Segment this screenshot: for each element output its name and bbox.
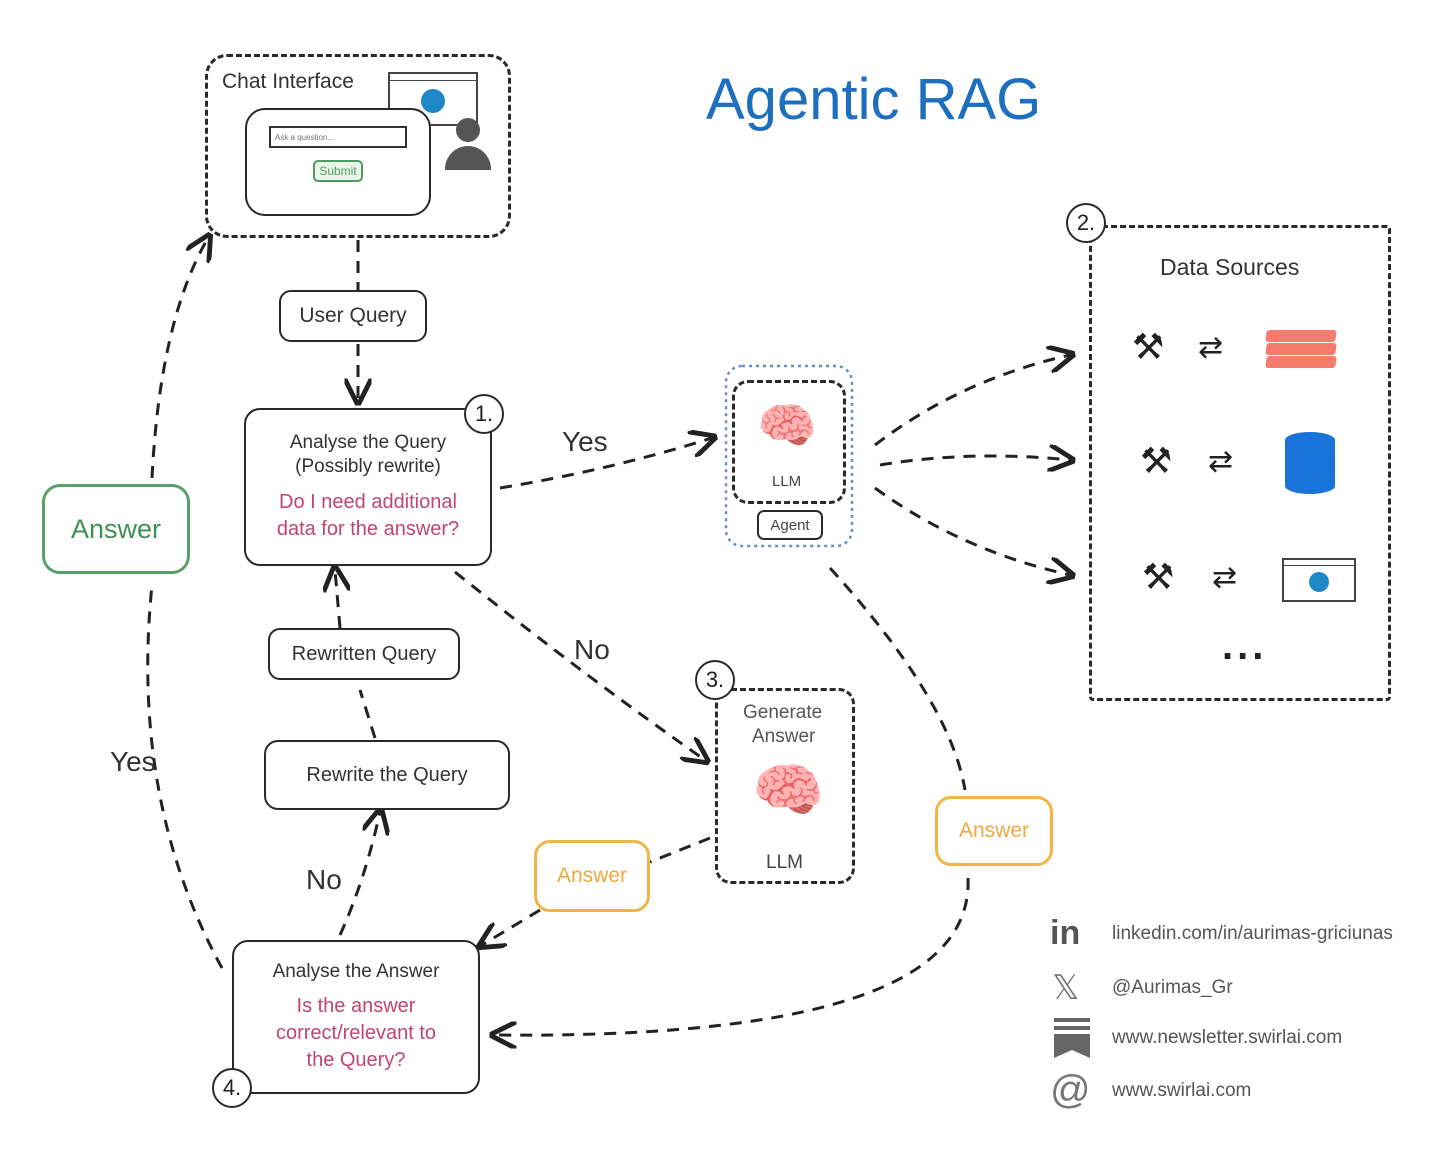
- edge-yes-to-agent: [499, 438, 712, 490]
- social-x-text: @Aurimas_Gr: [1112, 977, 1233, 998]
- rewrite-query-node: Rewrite the Query: [264, 740, 510, 810]
- tools-icon: ⚒: [1142, 556, 1175, 597]
- rewritten-query-node: Rewritten Query: [268, 628, 460, 680]
- edge-answer-to-analyse-answer-2: [482, 908, 541, 945]
- tools-icon: ⚒: [1140, 440, 1173, 481]
- brain-icon: 🧠: [752, 758, 825, 823]
- linkedin-icon: in: [1050, 914, 1081, 952]
- generate-answer-title-2: Answer: [752, 726, 816, 747]
- generate-answer-title-1: Generate: [743, 702, 823, 723]
- user-avatar-icon: [445, 118, 491, 174]
- sync-icon: ⇄: [1208, 445, 1234, 478]
- analyse-query-title-1: Analyse the Query: [289, 432, 447, 453]
- no-label-rewrite: No: [306, 864, 342, 895]
- answer-final-node: Answer: [42, 484, 190, 574]
- analyse-query-node: Analyse the Query (Possibly rewrite) Do …: [244, 408, 492, 566]
- analyse-answer-question-2: correct/relevant to: [275, 1021, 437, 1044]
- analyse-answer-node: Analyse the Answer Is the answer correct…: [232, 940, 480, 1094]
- data-sources-title: Data Sources: [1160, 254, 1300, 280]
- social-linkedin-text: linkedin.com/in/aurimas-griciunas: [1112, 922, 1393, 944]
- edge-analyse-answer-to-answer: [146, 584, 224, 969]
- social-newsletter[interactable]: www.newsletter.swirlai.com: [1054, 1018, 1342, 1058]
- analyse-answer-question-1: Is the answer: [296, 994, 416, 1017]
- answer-agent-node: Answer: [935, 796, 1053, 866]
- brain-icon: 🧠: [757, 400, 817, 453]
- chat-interface-panel: [205, 54, 511, 238]
- social-swirl-text: www.swirlai.com: [1112, 1079, 1252, 1101]
- analyse-answer-question-3: the Query?: [306, 1048, 406, 1071]
- analyse-query-question-1: Do I need additional: [279, 491, 457, 513]
- social-linkedin[interactable]: in linkedin.com/in/aurimas-griciunas: [1050, 914, 1393, 953]
- analyse-query-title-2: (Possibly rewrite): [295, 456, 441, 477]
- yes-label-agent: Yes: [562, 426, 608, 457]
- page-title: Agentic RAG: [706, 67, 1042, 132]
- sync-icon: ⇄: [1198, 331, 1224, 364]
- submit-button[interactable]: Submit: [313, 160, 363, 182]
- more-sources-ellipsis: ...: [1222, 624, 1268, 668]
- step-1-badge: 1.: [464, 394, 504, 434]
- analyse-answer-title: Analyse the Answer: [272, 960, 440, 982]
- edge-rewrite-to-rewritten: [358, 689, 377, 739]
- newsletter-icon: [1054, 1018, 1090, 1058]
- sync-icon: ⇄: [1212, 561, 1238, 594]
- tools-icon: ⚒: [1132, 326, 1165, 367]
- agent-badge: Agent: [757, 510, 823, 540]
- question-input[interactable]: [269, 126, 407, 148]
- generate-answer-node: [715, 688, 855, 884]
- chat-interface-label: Chat Interface: [222, 70, 354, 93]
- edge-answer-to-analyse-answer: [495, 877, 970, 1035]
- social-swirl[interactable]: @ www.swirlai.com: [1050, 1068, 1251, 1113]
- agent-outer-dotted: [724, 364, 854, 548]
- swirl-icon: @: [1050, 1068, 1091, 1112]
- database-icon: [1285, 432, 1335, 494]
- agent-llm-label: LLM: [772, 473, 802, 490]
- edge-generate-to-answer: [649, 836, 711, 864]
- x-icon: 𝕏: [1052, 969, 1080, 1007]
- edge-no-to-generate: [454, 570, 705, 760]
- web-search-icon: [1282, 558, 1356, 602]
- edge-answer-to-chat: [150, 238, 208, 479]
- data-sources-panel: [1089, 225, 1391, 701]
- chat-window: Submit: [245, 108, 431, 216]
- step-2-badge: 2.: [1066, 203, 1106, 243]
- social-x[interactable]: 𝕏 @Aurimas_Gr: [1052, 968, 1233, 1008]
- social-newsletter-text: www.newsletter.swirlai.com: [1112, 1027, 1343, 1048]
- user-query-node: User Query: [279, 290, 427, 342]
- edge-agent-to-source3: [874, 486, 1070, 575]
- globe-icon: [421, 89, 445, 113]
- step-4-badge: 4.: [212, 1068, 252, 1108]
- edge-agent-to-source1: [874, 355, 1070, 447]
- analyse-query-question-2: data for the answer?: [276, 518, 460, 540]
- edge-analyse-answer-to-rewrite: [338, 812, 380, 936]
- edge-agent-to-source2: [879, 456, 1070, 465]
- edge-agent-to-answer: [828, 566, 967, 791]
- vector-store-icon: [1265, 330, 1337, 370]
- step-3-badge: 3.: [695, 660, 735, 700]
- no-label-generate: No: [574, 634, 610, 665]
- edge-rewritten-to-analyse: [335, 570, 340, 629]
- generate-llm-label: LLM: [766, 852, 803, 873]
- agent-llm-box: [732, 380, 846, 504]
- yes-label-final: Yes: [110, 746, 156, 777]
- globe-icon: [1309, 572, 1329, 592]
- answer-generate-node: Answer: [534, 840, 650, 912]
